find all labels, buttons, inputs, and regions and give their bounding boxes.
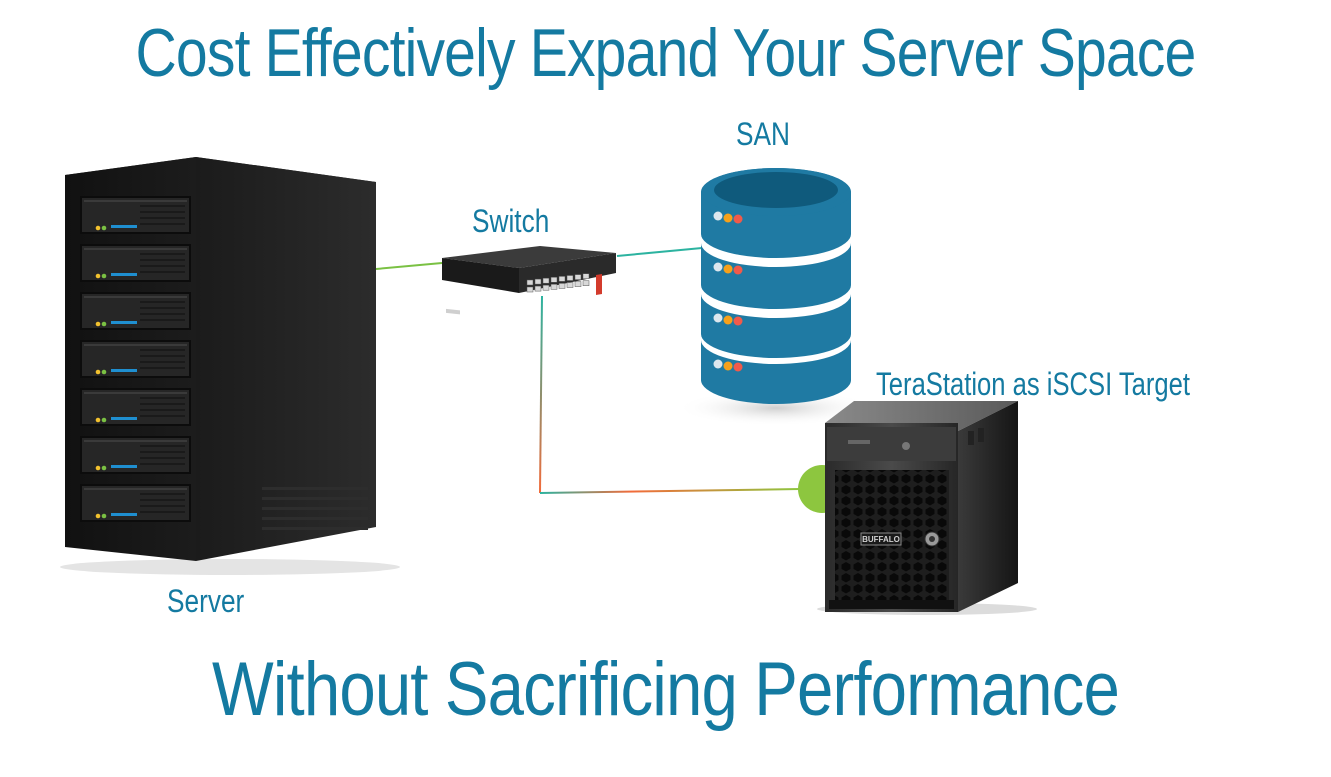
status-led-icon (95, 417, 101, 423)
terastation-label: TeraStation as iSCSI Target (876, 366, 1190, 402)
disk-led-icon (713, 262, 723, 272)
switch-port (534, 278, 542, 285)
switch-port (566, 275, 574, 281)
status-led-icon (101, 225, 107, 231)
switch-port (582, 273, 590, 279)
drive-light (111, 225, 137, 228)
switch-port (542, 284, 550, 291)
drive-light (111, 465, 137, 468)
switch-port (558, 283, 566, 289)
san-label: SAN (736, 116, 790, 152)
server-rack-icon (60, 157, 400, 575)
disk-led-icon (723, 264, 733, 274)
disk-led-icon (733, 265, 743, 275)
link-switch-terastation-h (539, 488, 801, 494)
status-led-icon (101, 513, 107, 519)
switch-port (558, 276, 566, 282)
svg-text:BUFFALO: BUFFALO (862, 535, 900, 544)
switch-port (534, 285, 542, 292)
server-label: Server (167, 583, 245, 619)
rack-unit (80, 196, 191, 234)
disk-led-icon (723, 315, 733, 325)
switch-port (574, 274, 582, 280)
switch-port (542, 277, 550, 284)
disk-led-icon (713, 313, 723, 323)
status-led-icon (95, 321, 101, 327)
rack-unit (80, 292, 191, 330)
diagram-subtitle: Without Sacrificing Performance (212, 647, 1120, 732)
disk-led-icon (723, 213, 733, 223)
disk-led-icon (713, 359, 723, 369)
link-switch-terastation (539, 295, 543, 494)
drive-light (111, 369, 137, 372)
switch-port (550, 277, 558, 283)
status-led-icon (95, 273, 101, 279)
switch-port (550, 284, 558, 290)
status-led-icon (101, 273, 107, 279)
status-led-icon (101, 465, 107, 471)
status-led-icon (95, 369, 101, 375)
status-led-icon (95, 225, 101, 231)
rack-unit (80, 484, 191, 522)
disk-led-icon (733, 362, 743, 372)
disk-led-icon (733, 214, 743, 224)
network-switch-icon (442, 246, 616, 315)
drive-light (111, 273, 137, 276)
disk-led-icon (733, 316, 743, 326)
status-led-icon (95, 465, 101, 471)
status-led-icon (95, 513, 101, 519)
status-led-icon (101, 321, 107, 327)
drive-light (111, 417, 137, 420)
nas-device-icon: BUFFALO (798, 401, 1037, 615)
switch-port (526, 286, 534, 293)
diagram-title: Cost Effectively Expand Your Server Spac… (135, 15, 1197, 91)
status-led-icon (101, 369, 107, 375)
switch-port (566, 282, 574, 288)
rack-unit (80, 244, 191, 282)
rack-unit (80, 388, 191, 426)
rack-unit (80, 436, 191, 474)
san-top-cap (714, 172, 838, 208)
rack-unit (80, 340, 191, 378)
switch-port (574, 281, 582, 287)
status-led-icon (101, 417, 107, 423)
link-switch-san (616, 247, 703, 257)
database-stack-icon (676, 168, 876, 426)
drive-light (111, 321, 137, 324)
switch-port (526, 279, 534, 286)
link-server-switch (375, 262, 443, 270)
drive-light (111, 513, 137, 516)
disk-led-icon (713, 211, 723, 221)
switch-label: Switch (472, 203, 550, 239)
disk-led-icon (723, 361, 733, 371)
switch-port (582, 280, 590, 286)
